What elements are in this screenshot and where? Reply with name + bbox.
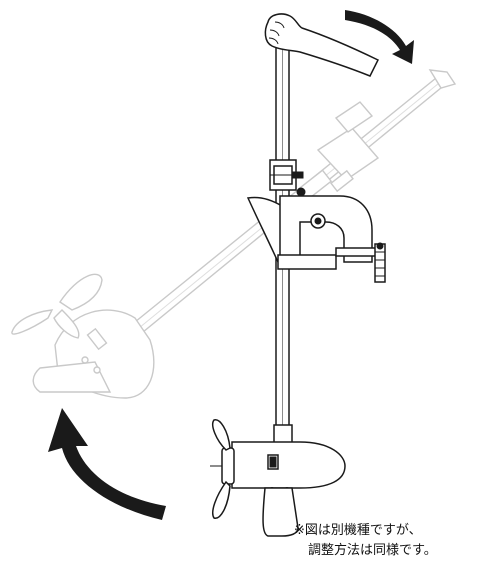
clamp-bracket xyxy=(246,195,386,283)
skeg-fin xyxy=(262,487,299,537)
ghost-motor-pod xyxy=(11,273,155,399)
vertical-motor xyxy=(210,13,386,537)
note-line-2: 調整方法は同様です。 xyxy=(308,543,437,558)
note-line-1: ※図は別機種ですが、 xyxy=(294,523,422,538)
ghost-tilted-motor xyxy=(11,69,457,399)
tilt-down-arrow-icon xyxy=(48,408,166,520)
shaft-collar xyxy=(269,159,306,197)
model-note: ※図は別機種ですが、 調整方法は同様です。 xyxy=(294,521,494,561)
propeller xyxy=(210,419,235,519)
hand-icon xyxy=(264,13,380,77)
lower-collar xyxy=(273,424,293,444)
tilt-back-arrow-icon xyxy=(345,10,414,64)
motor-pod xyxy=(231,441,346,493)
